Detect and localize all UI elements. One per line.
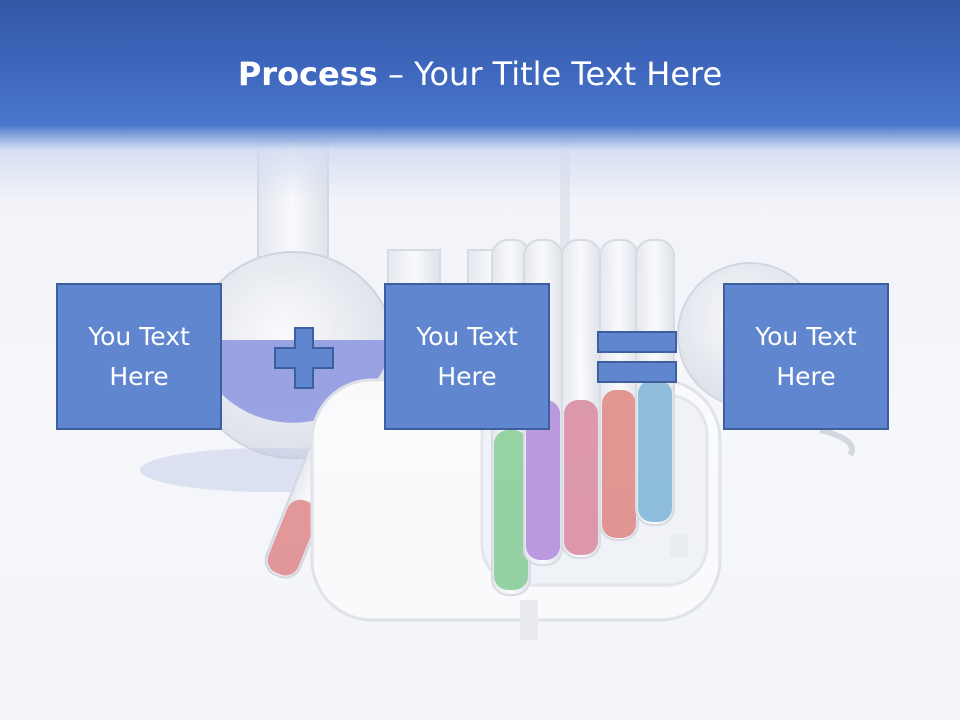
plus-icon[interactable]: [274, 327, 334, 389]
process-box-2[interactable]: You Text Here: [384, 283, 550, 430]
title-bar: [0, 0, 960, 200]
slide-title-rest: – Your Title Text Here: [377, 55, 723, 93]
process-box-3-text: You Text Here: [755, 321, 857, 391]
process-box-3[interactable]: You Text Here: [723, 283, 889, 430]
equals-icon[interactable]: [597, 331, 677, 385]
slide-title-bold: Process: [237, 55, 378, 93]
process-box-2-text: You Text Here: [416, 321, 518, 391]
process-box-1-text: You Text Here: [88, 321, 190, 391]
slide-title[interactable]: Process – Your Title Text Here: [0, 52, 960, 96]
process-box-1[interactable]: You Text Here: [56, 283, 222, 430]
